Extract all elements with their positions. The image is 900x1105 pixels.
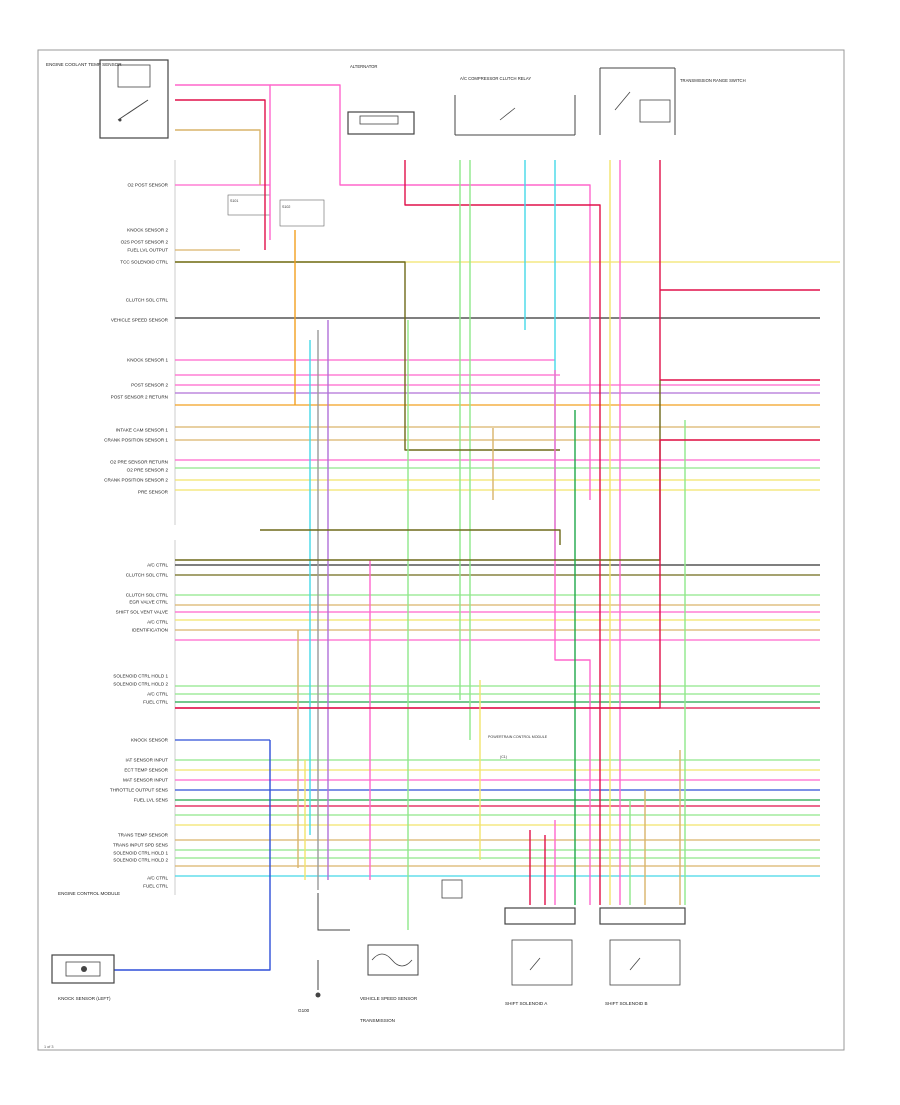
footer-code: 1 of 3 xyxy=(44,1045,54,1049)
top-left-caption: ENGINE COOLANT TEMP SENSOR xyxy=(46,62,122,67)
pin-function-label: TRANS TEMP SENSOR xyxy=(118,833,169,838)
pin-function-label: CLUTCH SOL CTRL xyxy=(126,573,169,578)
coolant-temp-sensor xyxy=(99,59,169,139)
pin-function-label: SOLENOID CTRL HOLD 1 xyxy=(113,851,168,856)
pin-function-label: A/C CTRL xyxy=(147,692,168,697)
pin-function-label: O2 POST SENSOR xyxy=(127,183,168,188)
pin-function-label: A/C CTRL xyxy=(147,563,168,568)
pin-function-label: O2 PRE SENSOR 2 xyxy=(127,468,169,473)
pin-function-label: FUEL CTRL xyxy=(143,884,168,889)
pin-function-label: KNOCK SENSOR xyxy=(131,738,169,743)
pin-function-label: A/C CTRL xyxy=(147,876,168,881)
trunk-wire xyxy=(175,99,266,250)
pin-function-label: SHIFT SOL VENT VALVE xyxy=(116,610,168,615)
pin-function-label: FUEL CTRL xyxy=(143,700,168,705)
ecm-note: ENGINE CONTROL MODULE xyxy=(58,891,120,896)
pin-function-label: TCC SOLENOID CTRL xyxy=(120,260,168,265)
pin-function-label: SOLENOID CTRL HOLD 2 xyxy=(113,858,168,863)
alternator xyxy=(347,111,415,135)
knock-sensor-unit xyxy=(51,954,115,984)
left-label-group: O2 POST SENSOR KNOCK SENSOR 2 O2S POST SEN… xyxy=(104,183,169,889)
wire-group xyxy=(114,84,840,971)
vss-note: TRANSMISSION xyxy=(360,1018,395,1023)
ac-relay-block xyxy=(454,95,576,136)
trunk-wire xyxy=(260,529,561,545)
range-switch xyxy=(599,67,676,135)
diagram-frame xyxy=(37,49,845,1051)
pin-function-label: VEHICLE SPEED SENSOR xyxy=(111,318,169,323)
pin-function-label: ECT TEMP SENSOR xyxy=(124,768,168,773)
shift-solenoid-a-label: SHIFT SOLENOID A xyxy=(505,1001,548,1006)
pin-function-label: KNOCK SENSOR 2 xyxy=(127,228,168,233)
shift-solenoid-b-label: SHIFT SOLENOID B xyxy=(605,1001,648,1006)
pin-function-label: O2S POST SENSOR 2 xyxy=(121,240,169,245)
pin-function-label: IDENTIFICATION xyxy=(132,628,168,633)
pin-function-label: PRE SENSOR xyxy=(138,490,169,495)
knock-sensor-caption: KNOCK SENSOR (LEFT) xyxy=(58,996,111,1001)
alternator-label: ALTERNATOR xyxy=(350,64,377,69)
trunk-wire xyxy=(175,439,820,709)
shift-solenoid-a xyxy=(504,907,576,986)
pin-function-label: KNOCK SENSOR 1 xyxy=(127,358,168,363)
pin-function-label: O2 PRE SENSOR RETURN xyxy=(110,460,168,465)
pin-function-label: INTAKE CAM SENSOR 1 xyxy=(116,428,169,433)
splice-box-2 xyxy=(279,199,325,227)
ecm-module xyxy=(441,879,463,899)
pin-function-label: CRANK POSITION SENSOR 1 xyxy=(104,438,168,443)
ecm-box-label: POWERTRAIN CONTROL MODULE xyxy=(488,735,548,739)
splice-1-label: S101 xyxy=(230,199,238,203)
pin-function-label: POST SENSOR 2 xyxy=(131,383,168,388)
ground-label: G100 xyxy=(298,1008,310,1013)
pin-function-label: TRANS INPUT SPD SENS xyxy=(113,843,168,848)
pin-function-label: FUEL LVL OUTPUT xyxy=(127,248,168,253)
trunk-wire xyxy=(659,160,820,381)
trunk-wire xyxy=(404,160,601,905)
pin-function-label: IAT SENSOR INPUT xyxy=(126,758,169,763)
vss-label: VEHICLE SPEED SENSOR xyxy=(360,996,418,1001)
pin-function-label: MAT SENSOR INPUT xyxy=(123,778,168,783)
pin-function-label: CRANK POSITION SENSOR 2 xyxy=(104,478,168,483)
shift-solenoid-b xyxy=(599,907,686,986)
pin-function-label: A/C CTRL xyxy=(147,620,168,625)
pin-function-label: CLUTCH SOL CTRL xyxy=(126,593,169,598)
trunk-wire xyxy=(175,84,271,240)
trunk-wire xyxy=(270,84,591,500)
pin-function-label: THROTTLE OUTPUT SENS xyxy=(110,788,168,793)
ac-relay-label: A/C COMPRESSOR CLUTCH RELAY xyxy=(460,76,531,81)
trunk-wire xyxy=(114,740,271,971)
pin-function-label: CLUTCH SOL CTRL xyxy=(126,298,169,303)
trunk-wire xyxy=(175,380,661,561)
trunk-wire xyxy=(175,261,560,451)
vehicle-speed-sensor xyxy=(315,893,419,998)
splice-box-1 xyxy=(227,194,271,216)
pin-function-label: FUEL LVL SENS xyxy=(134,798,168,803)
pin-function-label: POST SENSOR 2 RETURN xyxy=(111,395,168,400)
pin-function-label: EGR VALVE CTRL xyxy=(129,600,168,605)
pin-function-label: SOLENOID CTRL HOLD 2 xyxy=(113,682,168,687)
ecm-sub-label: (C1) xyxy=(500,755,507,759)
splice-2-label: S102 xyxy=(282,205,290,209)
range-switch-label: TRANSMISSION RANGE SWITCH xyxy=(680,78,746,83)
trunk-wire xyxy=(554,370,591,905)
pin-function-label: SOLENOID CTRL HOLD 1 xyxy=(113,674,168,679)
trunk-wire xyxy=(175,129,261,185)
